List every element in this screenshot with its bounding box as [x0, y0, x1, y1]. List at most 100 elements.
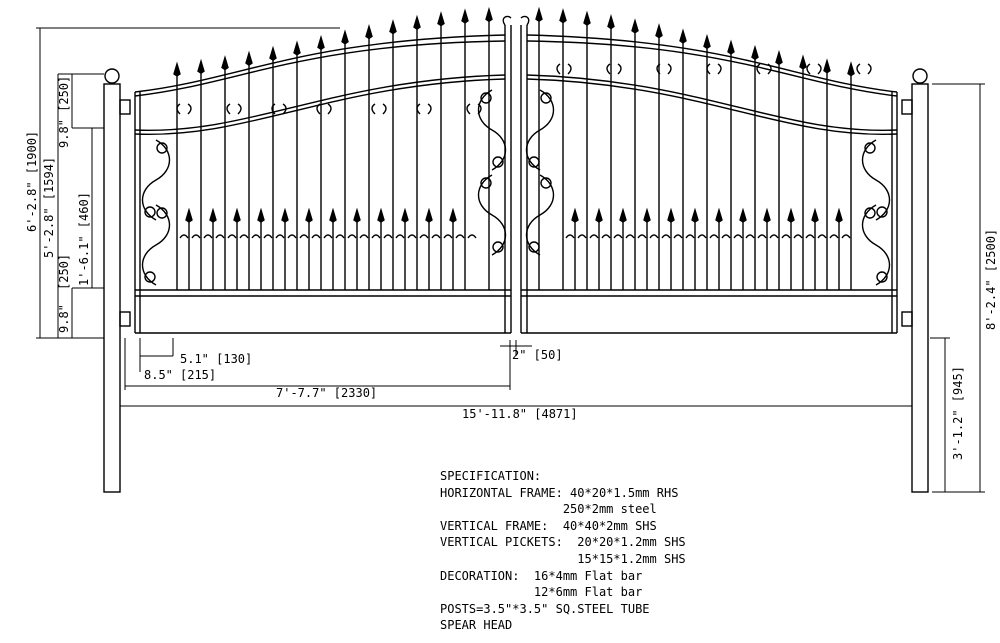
s-scroll [141, 204, 171, 286]
spear-head [835, 207, 843, 223]
curl [697, 234, 707, 239]
spear-head [413, 14, 421, 30]
curl [673, 234, 683, 239]
spear-head [535, 6, 543, 23]
dimension-lines [36, 27, 985, 493]
curl [323, 234, 333, 239]
c-curl [176, 103, 192, 115]
dim-side-gap-in: 8.5" [144, 368, 173, 382]
s-scroll [525, 174, 555, 256]
spear-head [667, 207, 675, 223]
curl [407, 234, 417, 239]
dim-bottom-band: 9.8" [57, 304, 71, 333]
curl [191, 234, 201, 239]
spear-head [221, 55, 229, 71]
spear-head [763, 207, 771, 223]
curl [203, 234, 213, 239]
spear-head [173, 61, 181, 77]
curl [431, 234, 441, 239]
spear-head [643, 207, 651, 223]
curl [793, 234, 803, 239]
curl [601, 234, 611, 239]
curl [263, 234, 273, 239]
c-curl [316, 103, 332, 115]
dim-lower-band-mm: [250] [57, 254, 71, 290]
scroll-curl [144, 206, 156, 218]
s-scroll [141, 139, 171, 221]
spear-head [655, 23, 663, 39]
curl [179, 234, 189, 239]
c-curl [416, 103, 432, 115]
curl [383, 234, 393, 239]
spear-head [799, 54, 807, 70]
spear-head [449, 207, 457, 223]
curl [251, 234, 261, 239]
hinge-top-left [119, 99, 131, 115]
curl [311, 234, 321, 239]
scroll-curl [144, 271, 156, 283]
spec-line-vertical-pickets-2: 15*15*1.2mm SHS [440, 551, 686, 566]
spear-head [197, 58, 205, 75]
dim-frame-height: 5'-2.8" [1594] [42, 157, 56, 258]
spear-head [401, 207, 409, 223]
spear-head [437, 11, 445, 27]
spec-line-horizontal-frame: HORIZONTAL FRAME: 40*20*1.5mm RHS [440, 485, 679, 500]
spear-head [823, 58, 831, 74]
spear-head [607, 14, 615, 30]
curl [359, 234, 369, 239]
spear-head [269, 45, 277, 61]
spear-head [583, 10, 591, 26]
c-curl [466, 103, 482, 115]
dimension-labels: 6'-2.8" [1900] 5'-2.8" [1594] 9.8" [250]… [25, 76, 998, 460]
scroll-curl [864, 142, 876, 154]
curl [215, 234, 225, 239]
c-curl [756, 63, 772, 75]
curl [841, 234, 851, 239]
curl [455, 234, 465, 239]
hinge-bottom-left [119, 311, 131, 327]
curl [733, 234, 743, 239]
spear-head [257, 207, 265, 223]
c-curl [706, 63, 722, 75]
spear-head [847, 61, 855, 77]
scroll-curl [864, 207, 876, 219]
curl [817, 234, 827, 239]
dim-middle-band: 1'-6.1" [460] [77, 192, 91, 286]
spear-head [571, 207, 579, 223]
curl [335, 234, 345, 239]
curl [275, 234, 285, 239]
right-pickets [535, 6, 855, 290]
scroll-curl [480, 92, 492, 104]
c-curl [371, 103, 387, 115]
scroll-curl [528, 241, 540, 253]
spear-head [389, 19, 397, 35]
left-post-cap [104, 68, 120, 84]
spear-head [245, 50, 253, 66]
scroll-curl [156, 142, 168, 154]
s-scroll [477, 89, 507, 171]
spec-line-spear-head: SPEAR HEAD [440, 618, 513, 633]
right-post [911, 83, 929, 493]
spec-line-posts: POSTS=3.5"*3.5" SQ.STEEL TUBE [440, 601, 650, 616]
s-scroll [861, 204, 891, 286]
spear-head [595, 207, 603, 223]
curl [443, 234, 453, 239]
curl [299, 234, 309, 239]
s-scroll [861, 139, 891, 221]
dim-overall-height: 6'-2.8" [1900] [25, 131, 39, 232]
c-curl [271, 103, 287, 115]
spear-head [775, 49, 783, 66]
spec-line-decoration-2: 12*6mm Flat bar [440, 585, 643, 600]
curl [239, 234, 249, 239]
spear-head [305, 207, 313, 223]
scroll-curl [528, 156, 540, 168]
curl [829, 234, 839, 239]
scroll-curl [540, 92, 552, 104]
spear-head [751, 44, 759, 61]
spear-head [619, 207, 627, 223]
spec-line-vertical-pickets: VERTICAL PICKETS: 20*20*1.2mm SHS [440, 535, 686, 550]
dim-post-embed: 3'-1.2" [945] [951, 366, 965, 460]
c-curl [856, 63, 872, 75]
spec-line-vertical-frame: VERTICAL FRAME: 40*40*2mm SHS [440, 518, 657, 533]
